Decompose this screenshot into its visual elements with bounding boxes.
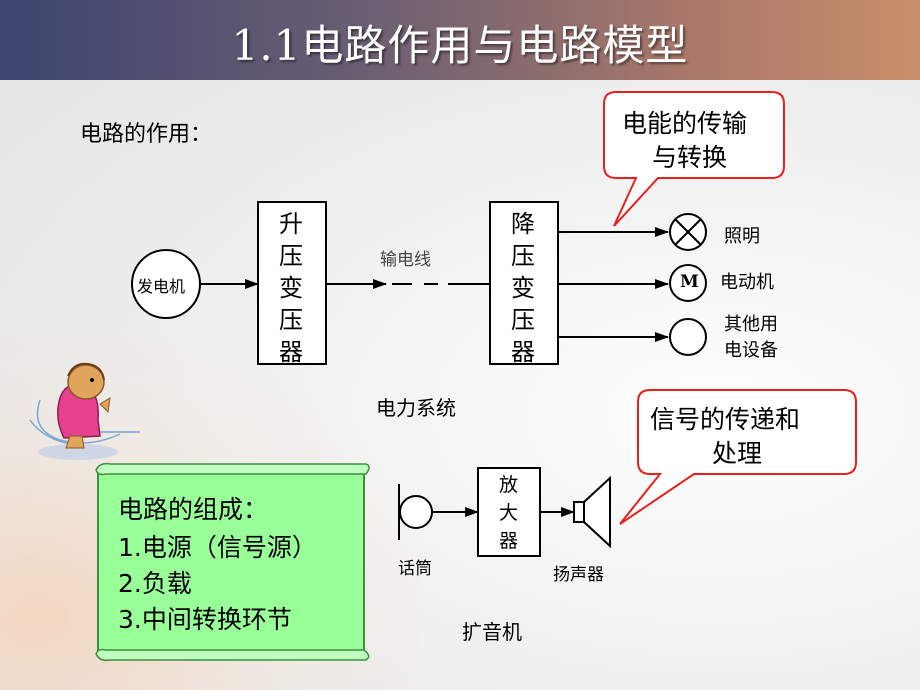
lighting-label: 照明: [724, 226, 760, 247]
callout-bottom-line1: 信号的传递和: [650, 405, 801, 434]
microphone-label: 话筒: [398, 559, 432, 579]
amplifier-system-caption: 扩音机: [462, 620, 522, 644]
composition-item-3: 3.中间转换环节: [118, 605, 292, 634]
step-down-char-5: 器: [511, 338, 535, 366]
power-system-caption: 电力系统: [376, 396, 456, 420]
composition-item-2: 2.负载: [118, 569, 192, 598]
step-up-char-5: 器: [279, 338, 303, 366]
amplifier-char-1: 放: [499, 474, 519, 496]
title-bar: [0, 0, 920, 80]
motor-icon: [669, 264, 707, 302]
composition-scroll: [95, 462, 370, 662]
speaker-label: 扬声器: [553, 565, 604, 585]
callout-top-bubble: [603, 91, 785, 227]
microphone-icon: [398, 484, 433, 540]
cartoon-thinker-icon: [29, 362, 140, 460]
transmission-line-label: 输电线: [380, 250, 431, 270]
step-up-char-2: 压: [279, 242, 303, 270]
composition-heading: 电路的组成：: [118, 495, 269, 524]
step-down-char-4: 压: [511, 306, 535, 334]
section-heading: 电路的作用：: [80, 122, 213, 147]
other-device-icon: [669, 318, 707, 356]
step-down-char-2: 压: [511, 242, 535, 270]
step-up-transformer-box: [257, 201, 327, 365]
callout-top-line1: 电能的传输: [622, 109, 748, 138]
step-down-char-1: 降: [511, 210, 535, 238]
lamp-icon: [669, 213, 707, 251]
other-device-label-2: 电设备: [724, 340, 778, 361]
generator-label: 发电机: [137, 277, 186, 296]
callout-bottom-line2: 处理: [712, 439, 763, 468]
motor-label: 电动机: [720, 272, 774, 293]
motor-symbol: M: [680, 272, 699, 292]
speaker-icon: [573, 475, 611, 549]
other-device-label-1: 其他用: [724, 314, 778, 335]
composition-item-1: 1.电源（信号源）: [118, 533, 317, 562]
amplifier-char-3: 器: [499, 530, 519, 552]
slide-title: 1.1电路作用与电路模型: [231, 21, 689, 70]
step-down-char-3: 变: [511, 274, 535, 302]
step-up-char-3: 变: [279, 274, 303, 302]
step-up-char-4: 压: [279, 306, 303, 334]
callout-top-line2: 与转换: [652, 143, 728, 172]
callout-bottom-bubble: [619, 389, 857, 525]
amplifier-char-2: 大: [499, 502, 519, 524]
step-up-char-1: 升: [279, 210, 303, 238]
